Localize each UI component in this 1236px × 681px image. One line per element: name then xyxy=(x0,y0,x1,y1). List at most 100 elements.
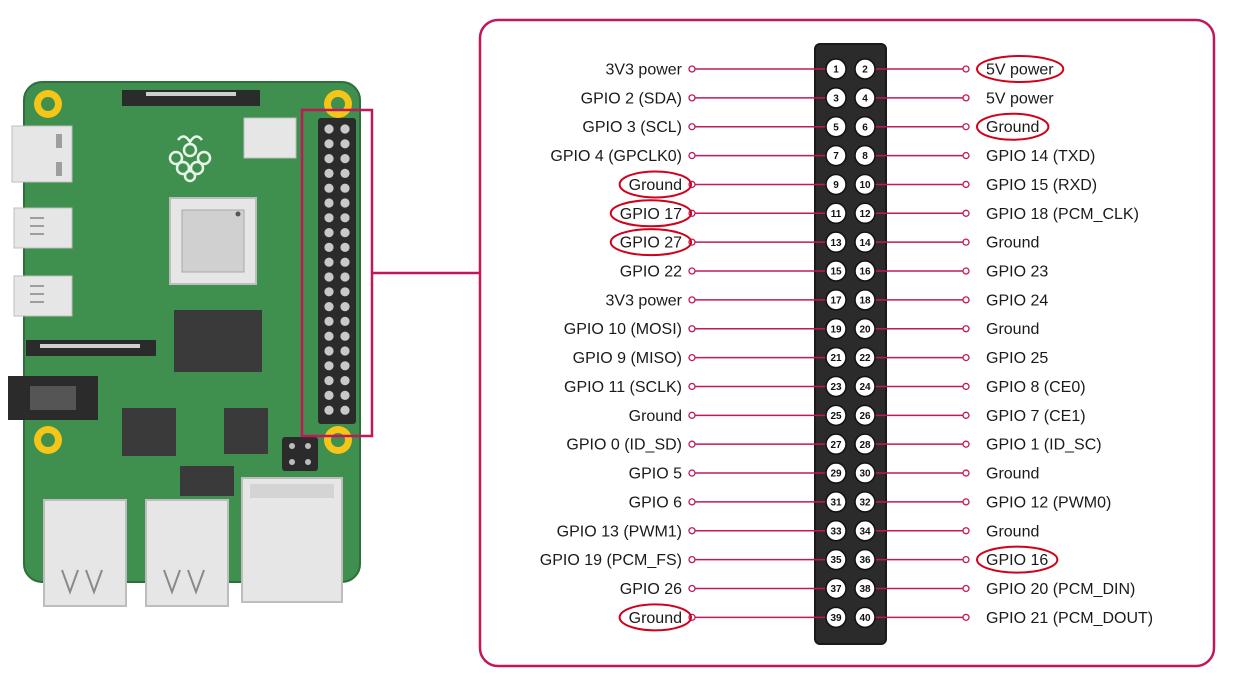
pin-number: 31 xyxy=(830,498,842,509)
board-pin-dot xyxy=(324,228,334,238)
pin-number-circle xyxy=(825,548,847,571)
pin-label: 3V3 power xyxy=(606,62,683,79)
pin-row-26: 26 GPIO 7 (CE1) xyxy=(854,404,1086,427)
pin-number-circle xyxy=(854,260,876,282)
pin-number-circle xyxy=(854,577,876,600)
pin-number: 12 xyxy=(859,209,871,220)
board-pin-dot xyxy=(324,168,334,178)
pin-number-circle xyxy=(854,433,876,455)
board-pin-dot xyxy=(324,346,334,356)
pin-terminal-icon xyxy=(688,151,696,160)
pin-label: GPIO 4 (GPCLK0) xyxy=(550,148,682,165)
board-pin-dot xyxy=(324,139,334,149)
wifi-shield xyxy=(243,117,297,159)
mount-hole-icon xyxy=(34,90,352,454)
micro-hdmi-port-0 xyxy=(13,207,73,249)
pin-number-circle xyxy=(854,548,876,571)
pin-number-circle xyxy=(825,462,847,484)
poe-header xyxy=(282,437,318,471)
ram-chip xyxy=(174,310,262,372)
raspberry-logo-icon xyxy=(168,135,212,183)
board-pin-dot xyxy=(324,390,334,400)
board-pin-dot xyxy=(340,183,350,193)
pin-number-circle xyxy=(825,87,847,109)
micro-hdmi-port-1 xyxy=(13,275,73,317)
pin-label: 5V power xyxy=(986,62,1054,79)
pin-number: 36 xyxy=(859,555,871,566)
pin-number-circle xyxy=(854,317,876,340)
pin-number: 33 xyxy=(830,526,842,537)
highlight-ellipse xyxy=(976,55,1065,83)
pin-terminal-icon xyxy=(962,94,970,102)
pin-number-circle xyxy=(854,346,876,369)
pin-label: GPIO 11 (SCLK) xyxy=(564,379,682,396)
ethernet-chip xyxy=(180,466,234,496)
pin-label: GPIO 14 (TXD) xyxy=(986,148,1095,165)
pin-terminal-icon xyxy=(688,94,696,102)
board-pin-dot xyxy=(324,361,334,371)
board-pin-dot xyxy=(324,213,334,223)
pin-number-circle xyxy=(854,404,876,427)
soc-chip xyxy=(169,197,257,285)
pin-number-circle xyxy=(825,202,847,225)
pin-label: GPIO 7 (CE1) xyxy=(986,408,1086,425)
board-pin-dot xyxy=(340,168,350,178)
pin-number-circle xyxy=(825,173,847,196)
pin-terminal-icon xyxy=(688,267,696,275)
board-pin-dot xyxy=(324,154,334,164)
pin-label: Ground xyxy=(986,119,1039,136)
pin-number: 18 xyxy=(859,295,871,306)
pin-number: 37 xyxy=(830,584,842,595)
board-pin-dot xyxy=(324,405,334,415)
pin-number: 30 xyxy=(859,469,871,480)
board-pin-dot xyxy=(340,198,350,208)
pin-number-circle xyxy=(854,87,876,109)
pin-terminal-icon xyxy=(962,209,970,217)
pin-terminal-icon xyxy=(962,296,970,304)
camera-connector xyxy=(26,340,156,356)
pin-terminal-icon xyxy=(962,382,970,391)
pin-label: Ground xyxy=(629,408,682,425)
pin-number-circle xyxy=(825,606,847,629)
pin-label: GPIO 2 (SDA) xyxy=(581,90,682,107)
pin-terminal-icon xyxy=(962,151,970,160)
pin-number: 28 xyxy=(859,440,871,451)
board-pin-dot xyxy=(340,287,350,297)
pin-number-circle xyxy=(854,289,876,311)
pin-label: GPIO 22 xyxy=(620,264,682,281)
gpio-header-pin-grid xyxy=(324,124,350,415)
pin-number: 8 xyxy=(862,151,868,162)
pin-terminal-icon xyxy=(962,555,970,564)
pin-terminal-icon xyxy=(962,65,970,73)
pin-terminal-icon xyxy=(962,267,970,275)
pin-number-circle xyxy=(825,289,847,311)
board-pin-dot xyxy=(324,198,334,208)
pin-label: GPIO 12 (PWM0) xyxy=(986,494,1111,511)
pin-number-circle xyxy=(854,375,876,398)
pin-number-circle xyxy=(854,58,876,80)
pin-number: 26 xyxy=(859,411,871,422)
board-pin-dot xyxy=(340,139,350,149)
pin-label: GPIO 15 (RXD) xyxy=(986,177,1097,194)
pin-number: 13 xyxy=(830,238,842,249)
pin-number-circle xyxy=(825,491,847,513)
usb-c-port xyxy=(11,125,73,183)
pin-number: 9 xyxy=(833,180,839,191)
board-pin-dot xyxy=(324,272,334,282)
pin-terminal-icon xyxy=(962,238,970,246)
pin-terminal-icon xyxy=(962,325,970,333)
